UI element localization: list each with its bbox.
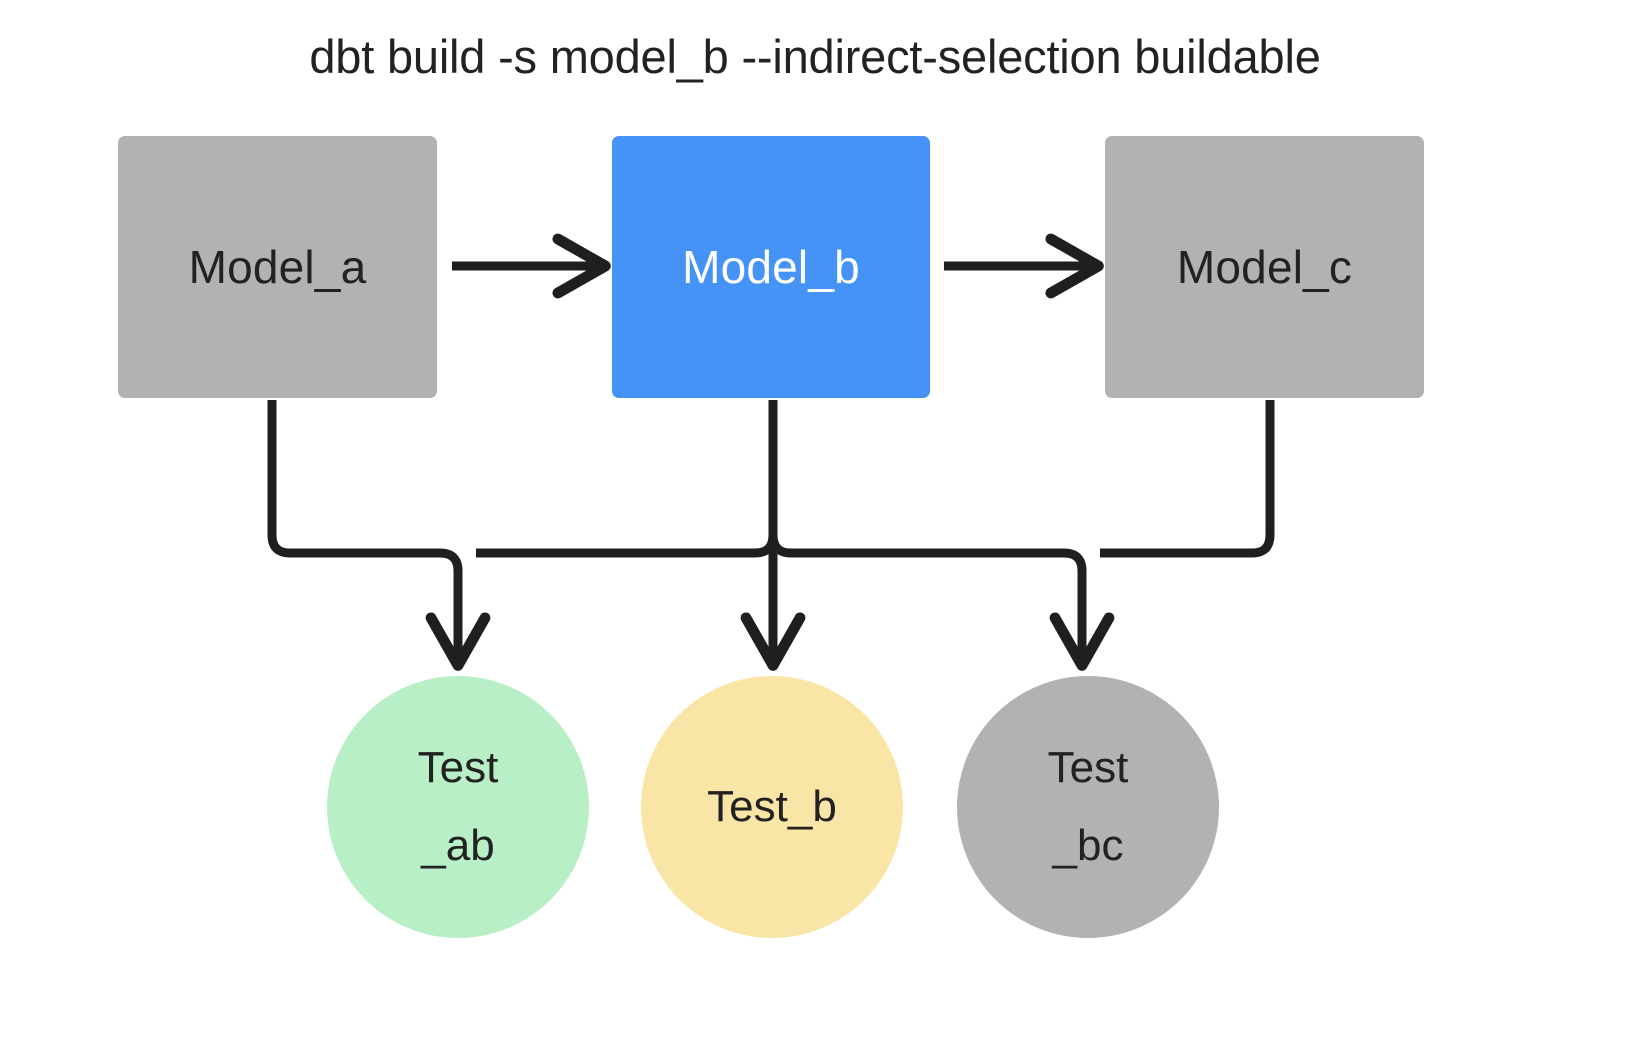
- node-model-b-label: Model_b: [682, 241, 860, 293]
- node-test-bc-label-line2: _bc: [1052, 821, 1124, 870]
- node-model-a-label: Model_a: [188, 241, 367, 293]
- node-model-c-label: Model_c: [1176, 241, 1353, 293]
- page-title: dbt build -s model_b --indirect-selectio…: [309, 30, 1321, 83]
- node-test-b[interactable]: Test_b: [641, 676, 903, 938]
- edge-model-b-to-test-ab: [476, 400, 778, 558]
- edge-model-c-to-test-bc: [1100, 400, 1275, 558]
- node-test-bc[interactable]: Test _bc: [957, 676, 1219, 938]
- node-model-b[interactable]: Model_b: [612, 136, 930, 398]
- node-test-b-label-line1: Test_b: [707, 782, 837, 831]
- node-test-bc-label-line1: Test: [1047, 743, 1129, 792]
- node-model-a[interactable]: Model_a: [118, 136, 437, 398]
- node-test-ab-label-line1: Test: [417, 743, 499, 792]
- node-test-ab-label-line2: _ab: [421, 821, 495, 870]
- edge-model-b-to-test-bc: [768, 400, 1115, 671]
- edge-model-a-to-test-ab: [267, 400, 491, 671]
- node-model-c[interactable]: Model_c: [1105, 136, 1424, 398]
- node-test-ab[interactable]: Test _ab: [327, 676, 589, 938]
